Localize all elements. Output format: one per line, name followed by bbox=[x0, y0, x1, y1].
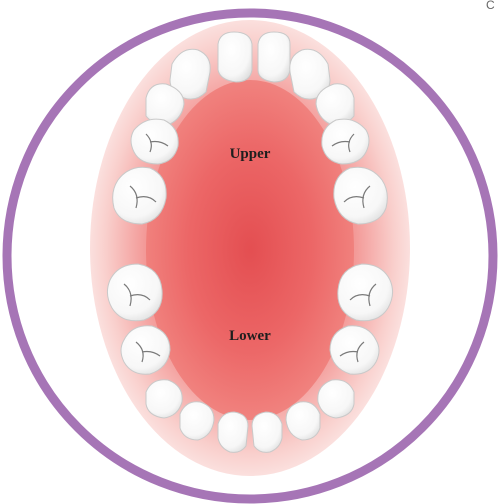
tooth-lower-canine bbox=[318, 380, 354, 418]
palate-area bbox=[146, 80, 354, 420]
tooth-lower-premolar bbox=[121, 326, 170, 374]
tooth-lower-canine bbox=[146, 380, 182, 418]
tooth-lower-molar bbox=[107, 264, 162, 321]
tooth-lower-molar bbox=[338, 264, 393, 321]
corner-mark: C bbox=[486, 0, 495, 12]
tooth-lower-incisor bbox=[252, 412, 282, 452]
tooth-upper-incisor bbox=[258, 32, 290, 82]
tooth-lower-premolar bbox=[330, 326, 379, 374]
lower-arch-label: Lower bbox=[200, 328, 300, 345]
tooth-lower-incisor bbox=[218, 412, 248, 452]
tooth-upper-premolar bbox=[131, 119, 178, 164]
upper-arch-label: Upper bbox=[200, 146, 300, 163]
tooth-upper-incisor bbox=[218, 32, 252, 82]
tooth-upper-premolar bbox=[322, 119, 369, 164]
